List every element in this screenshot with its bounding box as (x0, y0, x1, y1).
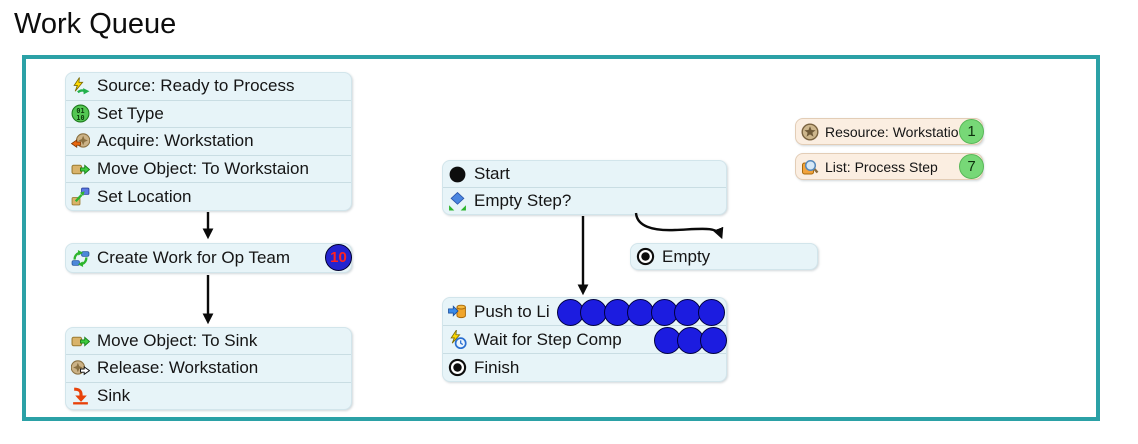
finish-icon (448, 358, 467, 377)
activity-label: Set Type (97, 103, 164, 123)
resource-icon (801, 122, 819, 141)
resource-block[interactable]: Resource: Workstatio (795, 118, 983, 145)
empty-block[interactable]: Empty (630, 243, 818, 270)
activity-label: Set Location (97, 186, 192, 206)
create-work-icon (71, 249, 90, 268)
activity-label: Empty (662, 246, 711, 266)
activity-acquire[interactable]: Acquire: Workstation (66, 127, 351, 155)
activity-wait-for-step[interactable]: Wait for Step Comp (443, 325, 726, 353)
token-count-badge[interactable]: 10 (325, 244, 352, 271)
activity-release[interactable]: Release: Workstation (66, 354, 351, 381)
finish-icon (636, 247, 655, 266)
activity-label: Sink (97, 385, 131, 405)
resource-label: Resource: Workstatio (825, 123, 959, 140)
activity-label: Wait for Step Comp (474, 329, 622, 349)
activity-move-object[interactable]: Move Object: To Workstaion (66, 154, 351, 183)
move-object-icon (71, 160, 90, 179)
activity-label: Move Object: To Sink (97, 331, 258, 351)
start-block: Start Empty Step? (442, 160, 727, 215)
activity-source[interactable]: Source: Ready to Process (66, 73, 351, 100)
svg-text:10: 10 (76, 114, 84, 122)
token[interactable] (697, 298, 725, 326)
set-type-icon: 01 10 (71, 104, 90, 123)
activity-label: Push to Li (474, 301, 550, 321)
activity-start[interactable]: Start (443, 161, 726, 187)
svg-text:01: 01 (76, 107, 84, 115)
activity-set-location[interactable]: Set Location (66, 182, 351, 210)
token[interactable] (676, 326, 704, 354)
push-to-list-icon (448, 302, 467, 321)
create-work-block[interactable]: Create Work for Op Team (65, 243, 352, 273)
activity-label: Finish (474, 357, 520, 377)
activity-label: Start (474, 164, 510, 183)
release-icon (71, 359, 90, 378)
activity-push-to-list[interactable]: Push to Li (443, 298, 726, 325)
list-label: List: Process Step (825, 158, 938, 175)
resource-row[interactable]: Resource: Workstatio (796, 119, 982, 144)
acquire-icon (71, 132, 90, 151)
source-icon (71, 77, 90, 96)
token[interactable] (580, 298, 607, 326)
activity-create-work[interactable]: Create Work for Op Team (66, 244, 351, 272)
activity-label: Release: Workstation (97, 358, 259, 378)
token[interactable] (603, 298, 631, 326)
token[interactable] (699, 326, 727, 354)
activity-label: Move Object: To Workstaion (97, 159, 309, 179)
list-icon (801, 158, 819, 176)
activity-sink[interactable]: Sink (66, 381, 351, 409)
token[interactable] (627, 298, 654, 326)
start-icon (448, 165, 467, 184)
sink-activities-block: Move Object: To Sink Release: Workstatio… (65, 327, 352, 410)
page-title: Work Queue (14, 8, 177, 40)
activity-finish[interactable]: Finish (443, 353, 726, 381)
activity-empty-step[interactable]: Empty Step? (443, 187, 726, 214)
activity-set-type[interactable]: 01 10 Set Type (66, 99, 351, 128)
activity-label: Acquire: Workstation (97, 131, 254, 151)
activity-label: Source: Ready to Process (97, 76, 295, 96)
activity-label: Create Work for Op Team (97, 248, 291, 267)
activity-move-to-sink[interactable]: Move Object: To Sink (66, 328, 351, 354)
move-object-icon (71, 332, 90, 351)
decision-icon (448, 191, 467, 211)
token[interactable] (650, 298, 678, 326)
resource-count-badge[interactable]: 1 (959, 119, 984, 144)
sink-icon (71, 386, 90, 405)
activity-label: Empty Step? (474, 191, 572, 210)
list-block[interactable]: List: Process Step (795, 153, 983, 180)
list-row[interactable]: List: Process Step (796, 154, 982, 179)
process-activities-block: Source: Ready to Process 01 10 Set Type … (65, 72, 352, 211)
set-location-icon (71, 187, 90, 206)
token[interactable] (674, 298, 701, 326)
wait-icon (448, 330, 467, 349)
activity-empty[interactable]: Empty (631, 244, 817, 269)
list-count-badge[interactable]: 7 (959, 154, 984, 179)
